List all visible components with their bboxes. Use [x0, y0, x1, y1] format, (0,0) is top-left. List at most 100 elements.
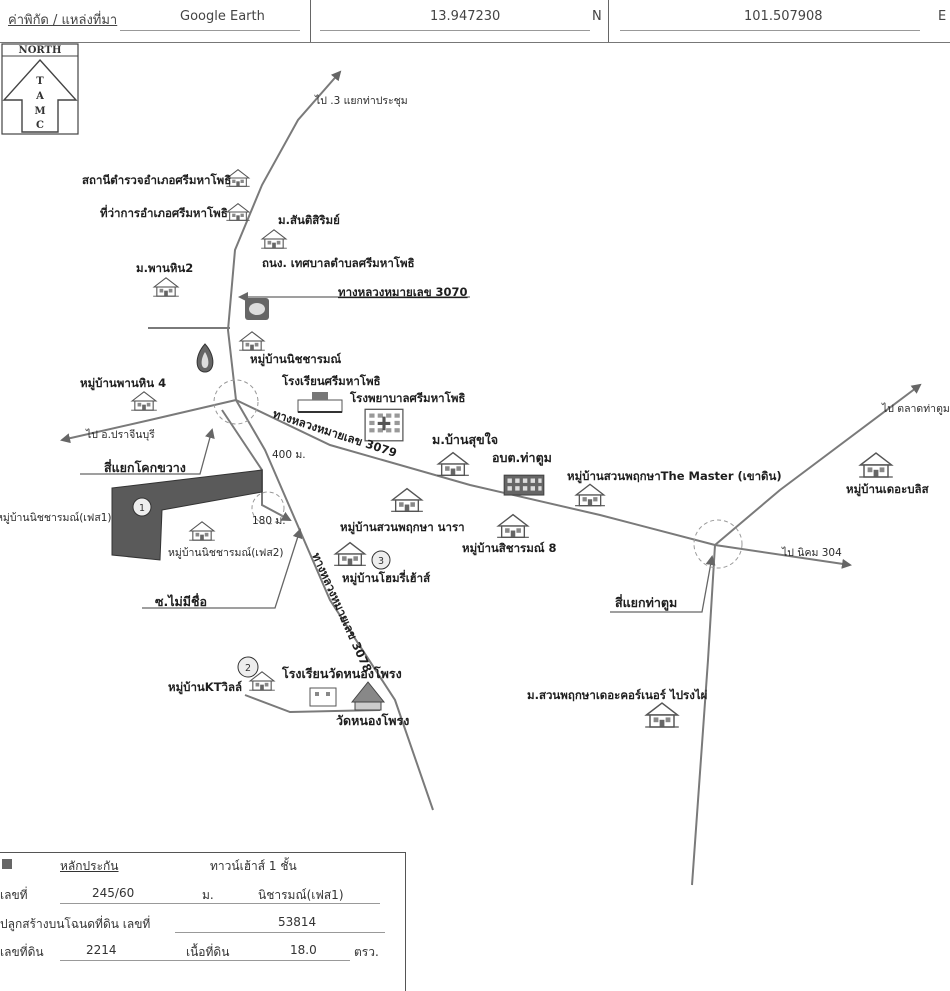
district-office-icon: [225, 203, 251, 221]
temple-icon: [350, 681, 386, 711]
label-to-nikom304: ไป นิคม 304: [781, 546, 842, 559]
north-letter: T: [36, 76, 44, 87]
label-dist-180: 180 ม.: [252, 515, 286, 527]
road-south-east: [691, 544, 716, 886]
north-arrow-title: NORTH: [19, 45, 62, 56]
road-west: [60, 399, 237, 444]
junction-circle: [251, 491, 285, 525]
label-homes-house: หมู่บ้านโฮมรี่เฮ้าส์: [342, 569, 431, 586]
municipal-logo-icon: [245, 298, 269, 320]
house-icon: [496, 513, 530, 539]
label-nicharom: หมู่บ้านนิชชารมณ์: [250, 352, 341, 367]
label-school-sri: โรงเรียนศรีมหาโพธิ: [281, 373, 381, 388]
property-type: ทาวน์เฮ้าส์ 1 ชั้น: [210, 859, 297, 873]
land-no-value: 2214: [86, 943, 117, 957]
label-obt-tatoom: อบต.ท่าตูม: [492, 450, 552, 466]
house-icon: [130, 391, 158, 411]
house-icon: [260, 229, 288, 249]
deed-no-value: 53814: [278, 915, 317, 929]
underline: [320, 30, 590, 31]
house-icon: [858, 452, 894, 478]
house-icon: [390, 487, 424, 513]
label-district-office: ที่ว่าการอำเภอศรีมหาโพธิ: [100, 204, 228, 220]
underline: [120, 30, 300, 31]
label-dist-400: 400 ม.: [272, 449, 306, 461]
latitude-direction: N: [592, 9, 602, 24]
marker-3-label: 3: [378, 556, 384, 567]
soi-kt-ville: [244, 694, 381, 714]
underline: [175, 932, 385, 933]
road-branch-phase2: [221, 409, 292, 521]
label-phanhin2: ม.พานหิน2: [136, 261, 193, 275]
moo-value: นิชารมณ์(เฟส1): [258, 888, 344, 902]
land-area-label: เนื้อที่ดิน: [186, 945, 230, 959]
label-kt-ville: หมู่บ้านKTวิลล์: [168, 680, 242, 695]
marker-1: [132, 497, 152, 517]
label-nicharom-phase2: หมู่บ้านนิชชารมณ์(เฟส2): [168, 546, 284, 559]
label-junction-tatoom: สี่แยกท่าตูม: [615, 594, 678, 611]
junction-circle: [693, 519, 743, 569]
marker-3: [371, 550, 391, 570]
label-debliss: หมู่บ้านเดอะบลิส: [846, 482, 930, 497]
marker-1-label: 1: [139, 503, 145, 514]
collateral-plot: [111, 469, 263, 561]
house-icon: [644, 702, 680, 728]
label-junction-kokkwang: สี่แยกโคกขวาง: [104, 459, 186, 475]
house-icon: [333, 541, 367, 567]
label-hospital: โรงพยาบาลศรีมหาโพธิ: [349, 390, 465, 405]
land-area-unit: ตรว.: [354, 945, 379, 959]
source-value: Google Earth: [180, 9, 265, 24]
label-highway-3070: ทางหลวงหมายเลข 3070: [338, 285, 468, 299]
header-bar: ค่าพิกัด / แหล่งที่มา Google Earth 13.94…: [0, 0, 950, 43]
land-area-value: 18.0: [290, 943, 317, 957]
longitude-value: 101.507908: [744, 9, 823, 24]
label-to-prachinburi: ไป อ.ปราจีนบุรี: [85, 428, 155, 441]
label-sitharom8: หมู่บ้านสิชารมณ์ 8: [462, 541, 557, 556]
underline: [620, 30, 920, 31]
marker-2: [237, 656, 259, 678]
house-icon: [238, 331, 266, 351]
road-to-market: [714, 383, 922, 546]
underline: [60, 903, 380, 904]
label-to-prachum: ไป .3 แยกท่าประชุม: [314, 94, 408, 107]
house-no-value: 245/60: [92, 886, 135, 900]
coord-source-label: ค่าพิกัด / แหล่งที่มา: [8, 13, 118, 28]
north-letter: C: [36, 120, 44, 131]
built-on-label: ปลูกสร้างบนโฉนดที่ดิน เลขที่: [0, 917, 151, 931]
collateral-info-box: หลักประกัน ทาวน์เฮ้าส์ 1 ชั้น เลขที่ 245…: [0, 852, 406, 991]
house-no-label: เลขที่: [0, 888, 28, 902]
label-santisiri: ม.สันติสิริมย์: [278, 213, 340, 227]
header-divider: [310, 0, 311, 42]
house-icon: [188, 521, 216, 541]
label-the-master: หมู่บ้านสวนพฤกษาThe Master (เขาดิน): [567, 469, 782, 484]
label-highway-3078: ทางหลวงหมายเลข 3078: [309, 551, 374, 675]
label-pruksa-nara: หมู่บ้านสวนพฤกษา นารา: [340, 520, 465, 535]
label-suksai: ม.บ้านสุขใจ: [432, 432, 498, 448]
junction-circle: [213, 379, 259, 425]
north-arrow: NORTH T A M C: [1, 43, 79, 135]
north-letter: M: [34, 106, 45, 117]
north-letter: A: [35, 91, 44, 102]
road-network: [60, 70, 922, 886]
underline: [60, 960, 350, 961]
road-to-nikom: [714, 544, 852, 569]
latitude-value: 13.947230: [430, 9, 501, 24]
house-icon: [574, 483, 606, 507]
gas-station-icon: [196, 343, 214, 373]
label-wat-nongphrong: วัดหนองโพรง: [336, 713, 409, 728]
label-to-market: ไป ตลาดท่าตูม: [881, 402, 950, 415]
road-north: [226, 70, 342, 401]
header-divider: [608, 0, 609, 42]
road-3078: [235, 399, 434, 811]
label-pruksa-corner: ม.สวนพฤกษาเดอะคอร์เนอร์ ไปรงไผ่: [527, 688, 708, 702]
house-icon: [436, 451, 470, 477]
label-soi-unnamed: ซ.ไม่มีชื่อ: [155, 593, 207, 609]
label-municipal-road: ถนง. เทศบาลตำบลศรีมหาโพธิ: [262, 255, 415, 270]
north-arrow-icon: [2, 58, 78, 133]
hospital-icon: [363, 407, 405, 443]
land-no-label: เลขที่ดิน: [0, 945, 44, 959]
pointer-kokkwang: [80, 428, 215, 475]
label-nicharom-phase1: หมู่บ้านนิชชารมณ์(เฟส1): [0, 511, 112, 524]
school-building-icon: [309, 687, 337, 707]
